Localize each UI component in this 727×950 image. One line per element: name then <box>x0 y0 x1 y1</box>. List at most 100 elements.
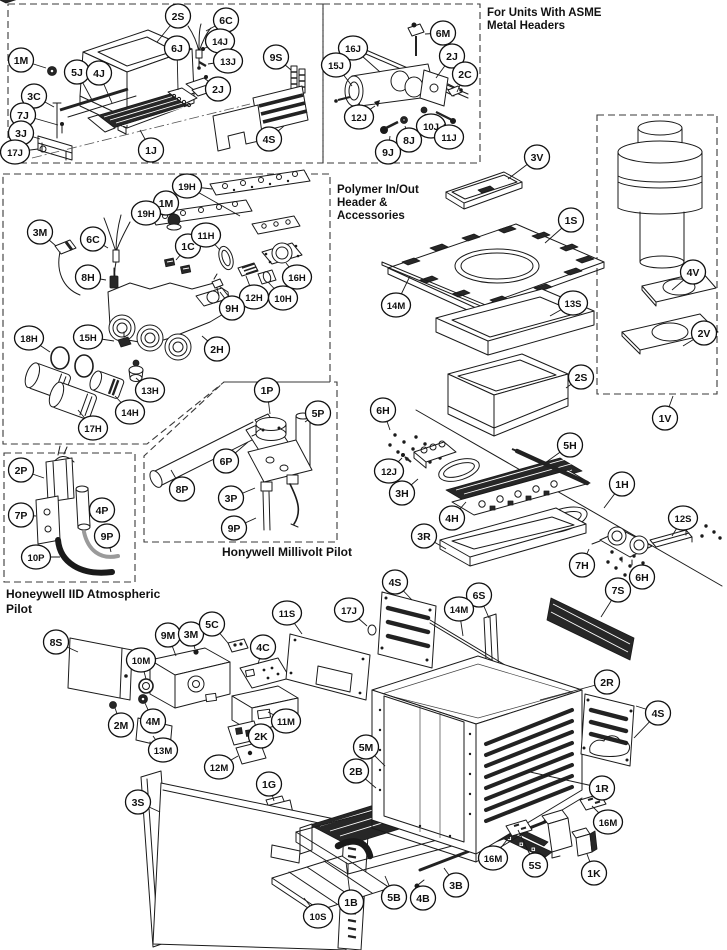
callout-17J: 17J <box>333 597 368 627</box>
callout-2J: 2J <box>204 76 232 102</box>
callout-12H: 12H <box>238 275 270 310</box>
callout-16M: 16M <box>591 805 624 835</box>
part-oring-17j <box>367 624 377 636</box>
part-small-fasteners-top <box>39 47 207 153</box>
svg-text:1B: 1B <box>344 897 358 909</box>
callout-7S: 7S <box>600 577 632 618</box>
callout-2J: 2J <box>435 43 466 79</box>
svg-text:4V: 4V <box>687 267 700 279</box>
svg-text:9H: 9H <box>225 303 238 315</box>
part-sensor-3m <box>54 239 81 296</box>
svg-text:5H: 5H <box>563 440 576 452</box>
callout-18H: 18H <box>13 325 51 353</box>
callout-9H: 9H <box>218 291 246 321</box>
callout-2S: 2S <box>565 364 595 390</box>
callout-2V: 2V <box>682 320 718 347</box>
callout-3V: 3V <box>507 144 551 180</box>
svg-text:13S: 13S <box>565 299 582 310</box>
part-board-4c <box>239 657 291 689</box>
part-pilot-valve-3p <box>247 439 313 492</box>
part-transformer-1k <box>571 827 598 857</box>
callout-3R: 3R <box>410 523 447 550</box>
svg-text:1K: 1K <box>587 868 601 880</box>
callout-3S: 3S <box>124 789 161 815</box>
svg-text:18H: 18H <box>20 334 38 345</box>
callout-14M: 14M <box>443 596 475 637</box>
svg-text:5B: 5B <box>387 892 401 904</box>
svg-text:10J: 10J <box>423 122 439 133</box>
asme-section-boundary <box>322 3 481 164</box>
part-plate-4s-top <box>212 85 309 152</box>
svg-text:12M: 12M <box>210 763 229 774</box>
callout-6P: 6P <box>212 441 249 474</box>
callout-3J: 3J <box>7 120 41 146</box>
part-knob-4m <box>138 694 148 704</box>
part-pilot-tube-8p <box>149 421 261 488</box>
callout-1H: 1H <box>603 471 636 509</box>
callout-9M: 9M <box>154 622 182 657</box>
svg-text:12S: 12S <box>675 514 692 525</box>
svg-text:5M: 5M <box>359 742 374 754</box>
callout-4J: 4J <box>85 60 113 104</box>
svg-text:1M: 1M <box>14 55 29 67</box>
svg-text:8P: 8P <box>176 484 189 496</box>
callout-6H: 6H <box>628 564 656 590</box>
svg-text:14M: 14M <box>450 605 469 616</box>
callout-13H: 13H <box>134 377 166 403</box>
svg-text:13J: 13J <box>220 57 236 68</box>
svg-text:19H: 19H <box>137 209 155 220</box>
asme-section-title-line2: Metal Headers <box>487 20 565 32</box>
svg-text:14H: 14H <box>121 408 139 419</box>
part-panel-8s <box>67 637 133 701</box>
part-flange-16h <box>261 242 303 265</box>
part-casting-3h <box>413 440 457 469</box>
callout-6C: 6C <box>205 7 240 33</box>
svg-text:2S: 2S <box>575 372 588 384</box>
svg-text:17J: 17J <box>341 606 357 617</box>
polymer-section-title-line2: Header & <box>337 197 388 209</box>
callout-2H: 2H <box>201 335 231 362</box>
svg-text:3S: 3S <box>132 797 145 809</box>
callout-10P: 10P <box>20 544 60 570</box>
polymer-section-title-line3: Accessories <box>337 210 405 222</box>
part-louvered-panel-4s-right <box>580 693 635 767</box>
svg-text:10M: 10M <box>132 656 151 667</box>
callout-11J: 11J <box>433 123 465 150</box>
callout-1B: 1B <box>337 861 365 915</box>
callout-3H: 3H <box>388 478 419 506</box>
part-rod-5h <box>511 448 590 486</box>
svg-text:2H: 2H <box>210 344 223 356</box>
callout-5C: 5C <box>198 611 229 644</box>
svg-text:12J: 12J <box>381 467 397 478</box>
callout-3M: 3M <box>177 621 205 650</box>
svg-text:19H: 19H <box>178 182 196 193</box>
callout-9J: 9J <box>374 135 402 165</box>
part-manifold-19h-a <box>209 169 311 196</box>
svg-text:16H: 16H <box>288 273 306 284</box>
svg-text:13H: 13H <box>141 386 159 397</box>
part-fitting-10h <box>257 269 277 285</box>
svg-text:14J: 14J <box>212 37 228 48</box>
callout-1S: 1S <box>544 207 585 244</box>
svg-text:15J: 15J <box>328 61 344 72</box>
part-rod-4j <box>67 95 137 118</box>
part-vent-plate-2v <box>621 313 719 355</box>
callout-3B: 3B <box>442 867 470 898</box>
svg-text:14M: 14M <box>387 301 406 312</box>
callout-7H: 7H <box>568 548 596 578</box>
svg-text:2C: 2C <box>458 69 472 81</box>
callout-1K: 1K <box>580 853 608 886</box>
callout-10H: 10H <box>267 281 299 311</box>
svg-text:7P: 7P <box>15 510 28 522</box>
callout-2R: 2R <box>539 669 621 701</box>
part-iid-electrode-4p <box>75 485 91 531</box>
svg-text:10H: 10H <box>274 294 292 305</box>
part-control-housing-9m <box>149 647 231 709</box>
part-bracket-12s <box>649 529 693 548</box>
svg-text:11H: 11H <box>198 231 215 242</box>
part-iid-tube-10p <box>55 537 115 576</box>
callout-3M: 3M <box>26 219 57 247</box>
part-rear-panel-7s <box>546 597 635 661</box>
part-top-lid-3v <box>445 171 523 210</box>
